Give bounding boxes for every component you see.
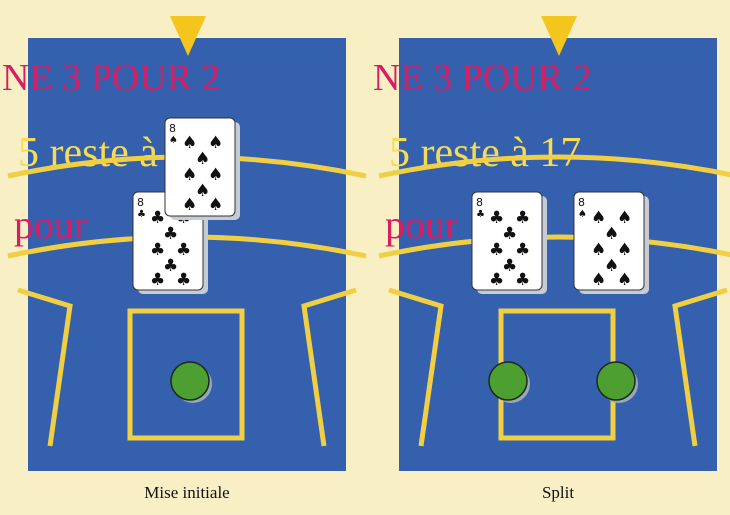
svg-text:♣: ♣ [163, 256, 178, 276]
banner-text: NE 3 POUR 2 [2, 57, 221, 99]
insurance-line-top [378, 154, 730, 179]
svg-text:♠: ♠ [604, 256, 619, 276]
svg-text:♣: ♣ [176, 240, 191, 260]
svg-text:♣: ♣ [163, 224, 178, 244]
banner-text: NE 3 POUR 2 [373, 57, 592, 99]
dealer-pointer-icon [541, 16, 577, 56]
card-eight-spades: 8 ♠ ♠ ♠ ♠ ♠ ♠ ♠ ♠ ♠ [573, 191, 649, 294]
pour-text: pour [385, 202, 458, 247]
svg-text:♣: ♣ [515, 240, 530, 260]
svg-text:♣: ♣ [515, 270, 530, 290]
svg-text:♠: ♠ [195, 149, 210, 169]
table-split: NE 3 POUR 2 5 reste à 17 pour 8 ♣ ♣ ♣ ♣ [373, 38, 730, 471]
card-rank: 8 [578, 196, 585, 209]
svg-text:♣: ♣ [150, 240, 165, 260]
card-eight-clubs: 8 ♣ ♣ ♣ ♣ ♣ ♣ ♣ ♣ ♣ [471, 191, 547, 294]
card-suit: ♠ [578, 209, 587, 220]
svg-text:♠: ♠ [591, 270, 606, 290]
svg-text:♣: ♣ [489, 270, 504, 290]
card-suit: ♣ [476, 209, 485, 220]
svg-text:♠: ♠ [617, 240, 632, 260]
pour-text: pour [14, 202, 87, 247]
svg-text:♠: ♠ [208, 133, 223, 153]
svg-text:♣: ♣ [502, 224, 517, 244]
chip-right[interactable] [596, 361, 636, 401]
caption-split: Split [541, 483, 575, 502]
svg-text:♣: ♣ [515, 208, 530, 228]
svg-text:♠: ♠ [208, 165, 223, 185]
svg-text:♠: ♠ [182, 133, 197, 153]
card-rank: 8 [169, 122, 176, 135]
card-eight-spades: 8 ♠ ♠ ♠ ♠ ♠ ♠ ♠ ♠ ♠ [164, 117, 240, 220]
svg-text:♠: ♠ [617, 208, 632, 228]
chip[interactable] [170, 361, 210, 401]
svg-text:♣: ♣ [502, 256, 517, 276]
caption-initial-bet: Mise initiale [144, 483, 230, 502]
svg-text:♠: ♠ [195, 181, 210, 201]
svg-text:♠: ♠ [182, 165, 197, 185]
betting-spot-left [388, 287, 444, 447]
svg-text:♠: ♠ [208, 195, 223, 215]
chip-left[interactable] [488, 361, 528, 401]
svg-text:♣: ♣ [150, 208, 165, 228]
card-rank: 8 [476, 196, 483, 209]
svg-text:♣: ♣ [176, 270, 191, 290]
svg-text:♣: ♣ [489, 208, 504, 228]
svg-text:♠: ♠ [591, 208, 606, 228]
svg-text:♠: ♠ [591, 240, 606, 260]
betting-spot-right [301, 287, 357, 447]
card-suit: ♠ [169, 135, 178, 146]
svg-text:♠: ♠ [182, 195, 197, 215]
svg-text:♠: ♠ [604, 224, 619, 244]
table-initial-bet: NE 3 POUR 2 5 reste à 17 pour 8 ♣ ♣ ♣ ♣ [2, 38, 367, 471]
dealer-pointer-icon [170, 16, 206, 56]
svg-text:♣: ♣ [150, 270, 165, 290]
svg-text:♠: ♠ [617, 270, 632, 290]
card-suit: ♣ [137, 209, 146, 220]
insurance-line-bottom [378, 234, 730, 259]
betting-box [127, 308, 245, 441]
felt [399, 38, 717, 471]
svg-text:♣: ♣ [489, 240, 504, 260]
card-rank: 8 [137, 196, 144, 209]
betting-spot-left [17, 287, 73, 447]
betting-spot-right [672, 287, 728, 447]
